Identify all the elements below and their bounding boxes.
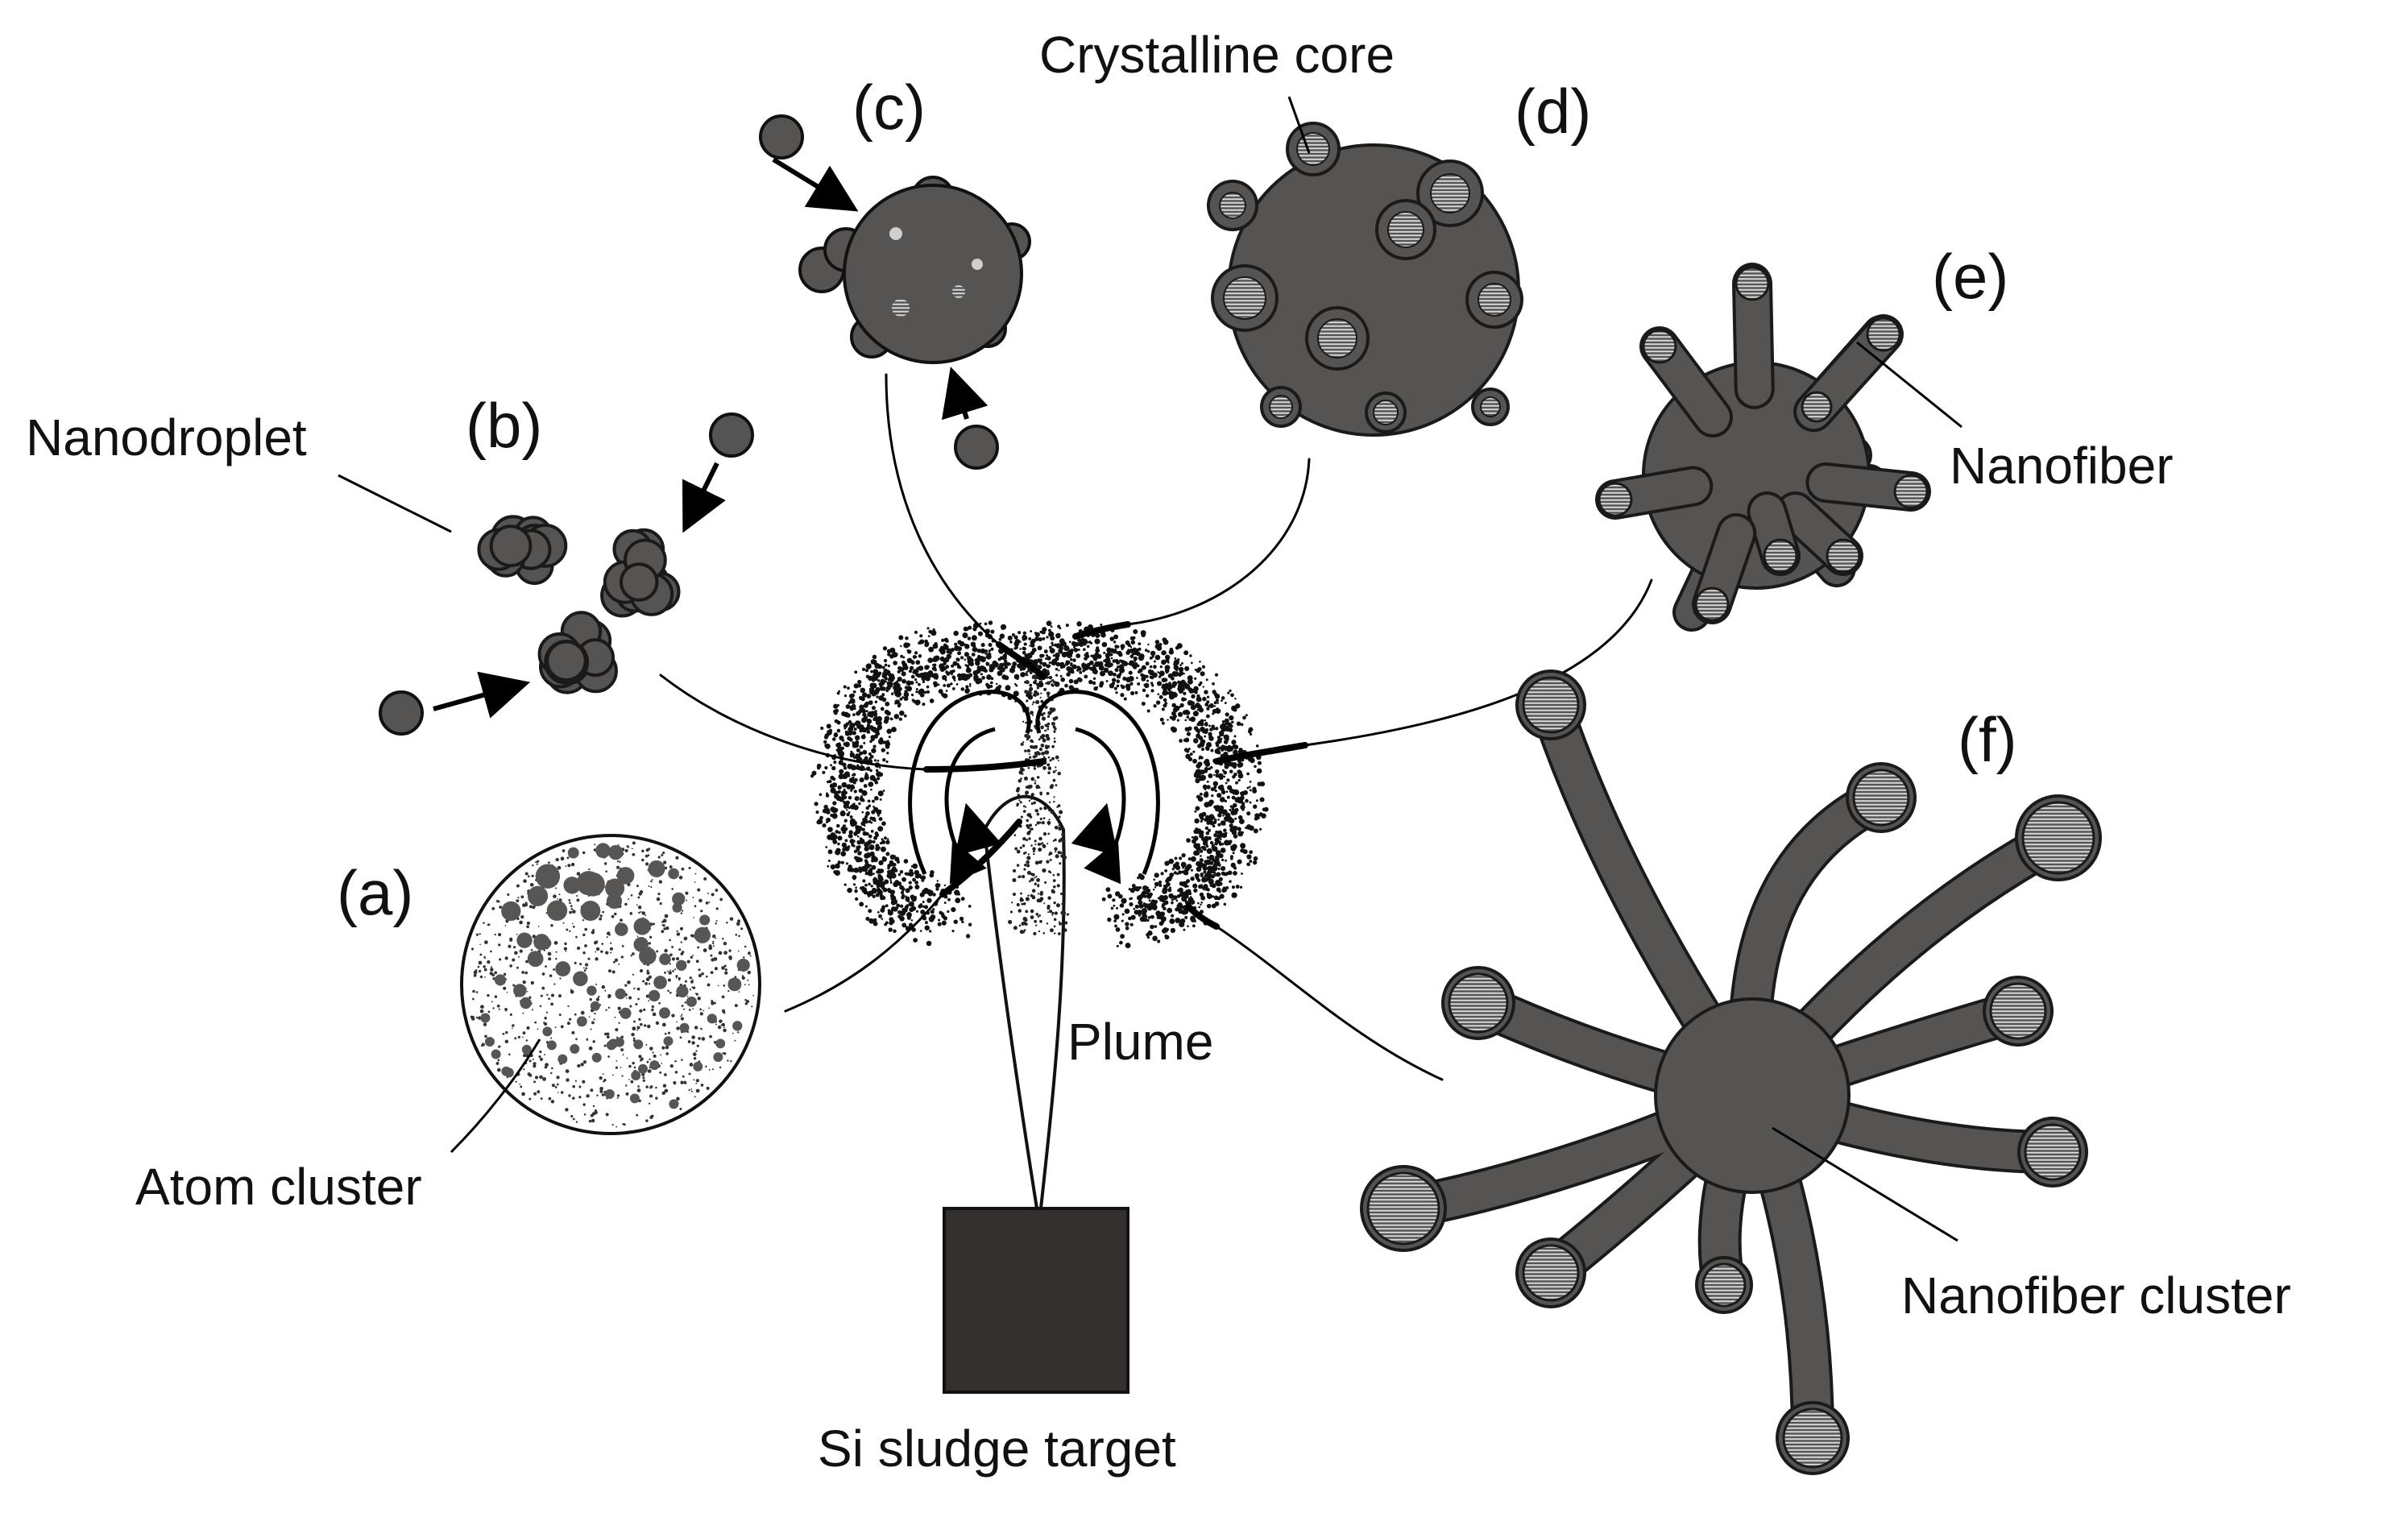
crystalline-core-label: Crystalline core	[1039, 26, 1395, 84]
crystalline-tip	[1366, 1171, 1440, 1246]
particle-d	[1207, 122, 1523, 437]
label-f: (f)	[1958, 704, 2017, 775]
plume-stem	[982, 794, 1066, 1210]
crystalline-tip	[1701, 1262, 1747, 1308]
atom-cluster-label: Atom cluster	[135, 1158, 422, 1216]
label-d: (d)	[1515, 76, 1591, 147]
nanodroplet-group	[477, 515, 681, 694]
label-e: (e)	[1932, 241, 2008, 312]
crystalline-tip	[2024, 1123, 2082, 1181]
plume-label: Plume	[1067, 1013, 1213, 1071]
nanofiber-cluster-core	[1654, 997, 1851, 1194]
crystalline-tip	[1522, 1244, 1580, 1302]
connector-lines	[659, 373, 1653, 1081]
target-label: Si sludge target	[818, 1420, 1176, 1478]
atom-cluster-disc	[450, 834, 761, 1154]
crystalline-tip	[1852, 769, 1910, 827]
nanodroplet-arrows	[433, 462, 726, 719]
particle-e	[1595, 263, 1931, 632]
label-c: (c)	[852, 72, 926, 143]
crystalline-tip	[2021, 801, 2095, 875]
label-b: (b)	[466, 390, 542, 461]
si-sludge-target	[943, 1207, 1129, 1394]
nanofiber-cluster	[1360, 669, 2102, 1475]
particle-c	[759, 114, 1031, 470]
crystalline-tip	[1522, 676, 1580, 734]
crystalline-tip	[1782, 1407, 1843, 1469]
crystalline-tip	[1448, 972, 1509, 1034]
nanofiber-label: Nanofiber	[1950, 437, 2174, 495]
nanodroplet-label: Nanodroplet	[26, 408, 307, 466]
crystalline-tip	[1989, 982, 2047, 1040]
nanofiber-cluster-label: Nanofiber cluster	[1901, 1266, 2291, 1324]
nanofiber	[1735, 267, 1772, 406]
label-a: (a)	[337, 857, 413, 928]
